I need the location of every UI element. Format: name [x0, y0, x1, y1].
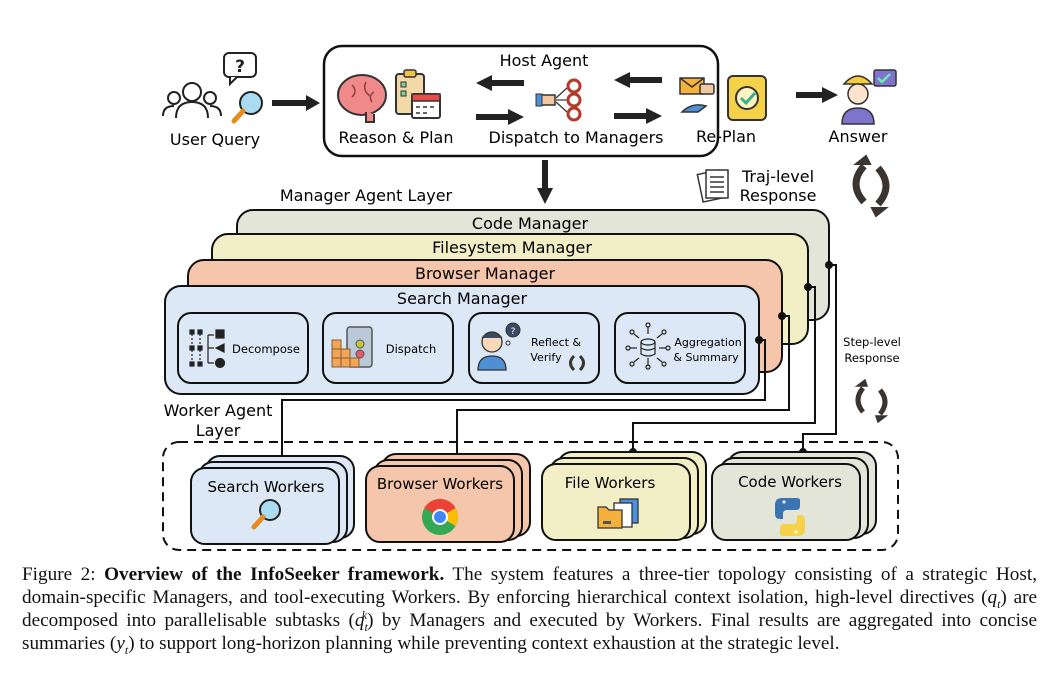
- manager-code-label: Code Manager: [472, 214, 589, 233]
- arrow-down-icon: [537, 160, 553, 204]
- worker-code-label: Code Workers: [738, 473, 842, 491]
- manager-search-label: Search Manager: [397, 289, 528, 308]
- arrow-right-icon: [272, 95, 320, 111]
- answer-label: Answer: [829, 127, 888, 146]
- thinking-person-icon: ?: [477, 322, 521, 371]
- traj-response-line1: Traj-level: [741, 167, 814, 186]
- worker-search-card: Search Workers: [190, 455, 355, 545]
- replan-label: Re-Plan: [696, 127, 756, 146]
- worker-layer-title-line2: Layer: [196, 421, 241, 440]
- svg-text:?: ?: [511, 327, 516, 337]
- database-hub-icon: [625, 322, 671, 370]
- step-decompose: Decompose: [177, 312, 309, 384]
- arrow-right-icon: [614, 108, 662, 124]
- answer-person-icon: [841, 69, 897, 125]
- chrome-icon: [422, 498, 459, 535]
- dispatch-to-managers-label: Dispatch to Managers: [489, 128, 664, 147]
- magnifier-icon: [251, 499, 281, 530]
- clipboard-calendar-icon: [395, 69, 441, 119]
- caption-text-4: ) to support long-horizon planning while…: [128, 633, 840, 654]
- caption-prefix: Figure 2:: [22, 564, 105, 585]
- reason-plan-label: Reason & Plan: [339, 128, 454, 147]
- brain-icon: [337, 74, 387, 123]
- worker-search-label: Search Workers: [208, 478, 325, 496]
- cycle-arrows-icon: [852, 154, 890, 218]
- worker-file-card: File Workers: [541, 451, 707, 541]
- user-query-label: User Query: [170, 130, 260, 149]
- host-agent-title: Host Agent: [500, 51, 589, 70]
- step-reflect-label-line2: Verify: [530, 351, 562, 364]
- worker-browser-card: Browser Workers: [365, 453, 531, 543]
- folder-icon: [597, 498, 639, 529]
- worker-file-label: File Workers: [565, 474, 656, 492]
- python-icon: [775, 498, 805, 536]
- manager-layer-title: Manager Agent Layer: [280, 186, 453, 205]
- documents-icon: [696, 169, 729, 203]
- math-q: q: [354, 610, 365, 631]
- step-dispatch: Dispatch: [322, 312, 454, 384]
- cycle-arrows-icon: [854, 378, 889, 424]
- math-y: y: [116, 633, 125, 654]
- user-query-group: ? User Query: [162, 52, 263, 149]
- arrow-left-icon: [476, 75, 524, 91]
- step-aggregation-label-line1: Aggregation: [674, 336, 741, 349]
- math-t: t: [997, 596, 1001, 611]
- step-reflect-verify: ? Reflect & Verify: [468, 312, 600, 384]
- worker-layer-title-line1: Worker Agent: [164, 401, 273, 420]
- search-magnifier-icon: [231, 91, 263, 124]
- caption-text-3: ) by Managers and executed by Workers. F…: [22, 610, 1038, 654]
- step-aggregation-label-line2: & Summary: [673, 351, 739, 364]
- math-q: q: [987, 587, 998, 608]
- step-response-line1: Step-level: [843, 335, 901, 349]
- arrow-left-icon: [614, 72, 662, 88]
- replan-folder-check-icon: [727, 75, 767, 121]
- step-decompose-label: Decompose: [232, 342, 300, 356]
- svg-text:?: ?: [235, 57, 245, 77]
- users-icon: [162, 82, 222, 119]
- manager-search-card: Search Manager: [164, 285, 760, 395]
- worker-browser-label: Browser Workers: [377, 475, 503, 493]
- question-bubble-icon: ?: [223, 52, 257, 87]
- math-t: t: [364, 619, 368, 634]
- dispatch-targets-icon: [535, 78, 582, 122]
- caption-title: Overview of the InfoSeeker framework.: [104, 564, 445, 585]
- small-cycle-icon: [569, 354, 585, 372]
- decompose-tree-icon: [189, 329, 226, 369]
- step-dispatch-label: Dispatch: [386, 342, 437, 356]
- caption-text-1: The system features a three-tier topolog…: [22, 564, 1037, 608]
- dispatch-boxes-icon: [331, 326, 373, 368]
- math-t: t: [124, 642, 129, 657]
- worker-code-card: Code Workers: [711, 451, 877, 541]
- manager-filesystem-label: Filesystem Manager: [432, 238, 592, 257]
- step-reflect-label-line1: Reflect &: [531, 336, 581, 349]
- step-aggregation-summary: Aggregation & Summary: [614, 312, 746, 384]
- traj-response-line2: Response: [740, 186, 817, 205]
- math-k: k: [361, 607, 368, 622]
- caption-text-2: ) are decomposed into parallelisable sub…: [22, 587, 1037, 631]
- step-response-line2: Response: [844, 351, 899, 365]
- figure-caption: Figure 2: Overview of the InfoSeeker fra…: [22, 563, 1038, 657]
- framework-diagram: ? User Query Host Agent Reason & Plan: [162, 44, 901, 551]
- worker-layer-boundary: [162, 441, 899, 551]
- envelope-handoff-icon: [679, 77, 715, 113]
- arrow-right-icon: [476, 109, 524, 125]
- manager-browser-label: Browser Manager: [415, 264, 555, 283]
- arrow-right-icon: [796, 87, 838, 103]
